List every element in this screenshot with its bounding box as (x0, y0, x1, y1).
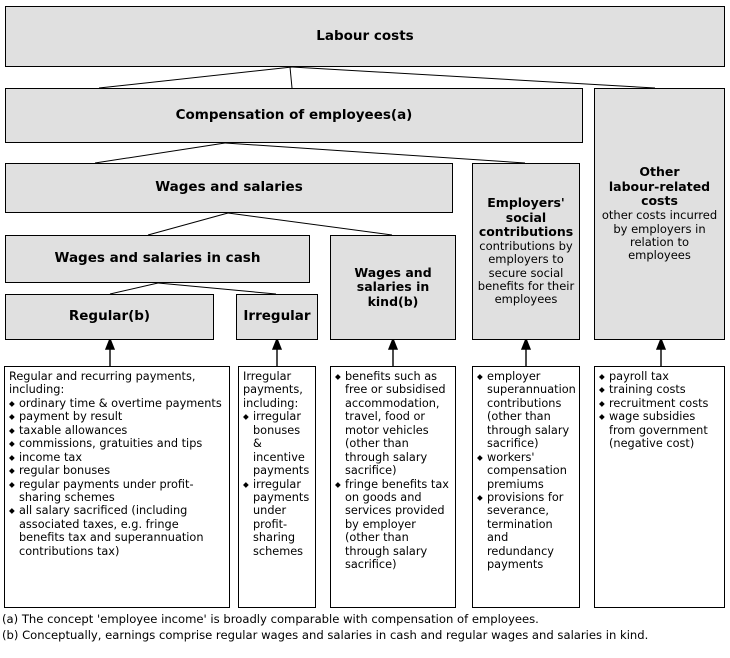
list-item: irregular bonuses & incentive payments (243, 410, 312, 477)
employers-social-title-line3: contributions (478, 223, 574, 239)
list-item: commissions, gratuities and tips (9, 437, 226, 452)
list-item: regular bonuses (9, 464, 226, 479)
other-costs-title-line3: costs (641, 192, 678, 208)
list-irregular-payments[interactable]: Irregular payments, including: irregular… (238, 366, 316, 608)
list-item: wage subsidies from government (negative… (599, 410, 721, 450)
employers-social-title-line1: Employers' (487, 195, 565, 211)
list-item: fringe benefits tax on goods and service… (335, 478, 452, 572)
box-wages-and-salaries-label: Wages and salaries (155, 179, 303, 196)
wages-kind-title-line3: kind(b) (367, 293, 419, 309)
box-wages-and-salaries[interactable]: Wages and salaries (5, 163, 453, 213)
list-item: irregular payments under profit-sharing … (243, 478, 312, 559)
box-irregular-label: Irregular (243, 308, 311, 325)
footnote-a: (a) The concept 'employee income' is bro… (2, 612, 539, 626)
wages-kind-title-line1: Wages and (354, 265, 432, 281)
box-wages-and-salaries-in-kind[interactable]: Wages and salaries in kind(b) (330, 235, 456, 340)
box-regular[interactable]: Regular(b) (5, 294, 214, 340)
list-item: taxable allowances (9, 424, 226, 439)
list-item: provisions for severance, termination an… (477, 491, 576, 572)
list-irregular-intro: Irregular payments, including: (243, 370, 303, 410)
other-costs-title-line1: Other (639, 164, 680, 180)
list-item: payroll tax (599, 370, 721, 385)
list-regular-payments[interactable]: Regular and recurring payments, includin… (4, 366, 230, 608)
box-labour-costs-label: Labour costs (316, 27, 414, 44)
list-regular-items: ordinary time & overtime payments paymen… (9, 397, 226, 558)
list-item: training costs (599, 383, 721, 398)
other-costs-title-line2: labour-related (608, 178, 711, 194)
box-labour-costs[interactable]: Labour costs (5, 6, 725, 67)
list-other-costs-items: payroll tax training costs recruitment c… (599, 370, 721, 451)
box-wages-and-salaries-in-cash[interactable]: Wages and salaries in cash (5, 235, 310, 283)
box-compensation-of-employees-label: Compensation of employees(a) (175, 106, 413, 123)
list-item: workers' compensation premiums (477, 451, 576, 491)
list-wages-in-kind[interactable]: benefits such as free or subsidised acco… (330, 366, 456, 608)
list-item: benefits such as free or subsidised acco… (335, 370, 452, 478)
list-employers-social-contributions[interactable]: employer superannuation contributions (o… (472, 366, 580, 608)
list-item: employer superannuation contributions (o… (477, 370, 576, 451)
employers-social-description: contributions by employers to secure soc… (477, 239, 575, 307)
box-irregular[interactable]: Irregular (236, 294, 318, 340)
other-costs-description: other costs incurred by employers in rel… (601, 208, 718, 263)
box-other-labour-related-costs[interactable]: Other labour-related costs other costs i… (594, 88, 725, 340)
list-item: payment by result (9, 410, 226, 425)
list-item: ordinary time & overtime payments (9, 397, 226, 412)
box-employers-social-contributions[interactable]: Employers' social contributions contribu… (472, 163, 580, 340)
list-item: regular payments under profit-sharing sc… (9, 478, 226, 505)
list-item: all salary sacrificed (including associa… (9, 504, 226, 558)
footnote-b: (b) Conceptually, earnings comprise regu… (2, 627, 649, 642)
list-regular-intro: Regular and recurring payments, includin… (9, 370, 196, 397)
list-irregular-items: irregular bonuses & incentive payments i… (243, 410, 312, 558)
wages-kind-title-line2: salaries in (356, 279, 430, 295)
box-wages-and-salaries-in-cash-label: Wages and salaries in cash (54, 250, 261, 267)
list-wages-in-kind-items: benefits such as free or subsidised acco… (335, 370, 452, 572)
list-item: recruitment costs (599, 397, 721, 412)
box-compensation-of-employees[interactable]: Compensation of employees(a) (5, 88, 583, 143)
list-other-labour-related-costs[interactable]: payroll tax training costs recruitment c… (594, 366, 725, 608)
list-item: income tax (9, 451, 226, 466)
footnotes: (a) The concept 'employee income' is bro… (2, 612, 728, 644)
employers-social-title-line2: social (505, 209, 547, 225)
list-employers-social-items: employer superannuation contributions (o… (477, 370, 576, 572)
box-regular-label: Regular(b) (68, 308, 151, 325)
